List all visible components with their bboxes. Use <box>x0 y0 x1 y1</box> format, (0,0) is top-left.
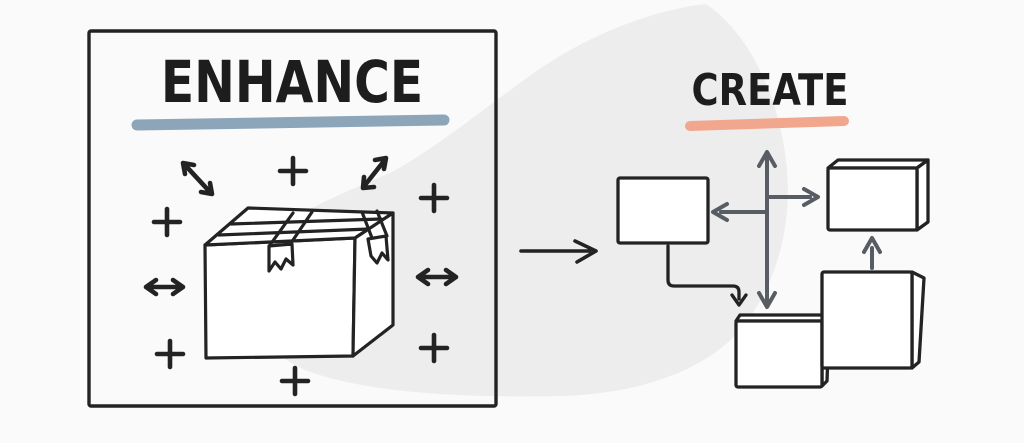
flow-node-top-box <box>826 158 930 232</box>
plus-icon <box>154 338 186 370</box>
elbow-arrow-icon <box>666 244 748 307</box>
plus-icon <box>418 182 450 214</box>
enhance-panel-border <box>87 29 498 408</box>
transition-arrow-path <box>519 239 598 264</box>
enhance-underline <box>131 114 450 131</box>
create-flowchart <box>616 150 930 389</box>
large-box-front <box>820 270 914 370</box>
vertical-double-arrow-icon <box>757 150 777 309</box>
plus-icon <box>279 365 311 397</box>
resize-horizontal-arrow-icon <box>415 267 459 287</box>
right-arrow-icon <box>767 187 820 207</box>
plus-icon <box>151 206 183 238</box>
large-box-side-panel <box>910 270 926 370</box>
package-box-icon <box>203 206 395 360</box>
expand-diagonal-arrow-icon <box>360 155 389 191</box>
flow-node-rectangle <box>616 176 710 245</box>
top-box-front <box>826 166 919 232</box>
resize-horizontal-arrow-icon <box>143 277 186 297</box>
transition-arrow-icon <box>519 239 598 264</box>
box-tape-middle <box>268 210 314 247</box>
flow-node-small-box <box>734 313 830 389</box>
gray-connectors <box>711 150 882 309</box>
up-arrow-icon <box>862 236 882 270</box>
expand-diagonal-arrow-icon <box>180 160 215 197</box>
enhance-panel <box>87 29 498 408</box>
plus-icon <box>418 332 450 364</box>
flow-node-large-box <box>820 270 926 370</box>
create-underline <box>685 116 849 131</box>
top-box-side-panel <box>915 158 930 232</box>
left-arrow-icon <box>711 202 768 222</box>
box-tape-right-torn-end <box>366 234 390 265</box>
box-tape-middle-torn-end <box>267 242 295 273</box>
flow-nodes <box>616 158 930 389</box>
enhance-title: ENHANCE <box>160 48 424 116</box>
enhance-marks <box>143 155 459 397</box>
box-tape-right <box>360 209 389 240</box>
small-box-front <box>734 319 824 389</box>
plus-icon <box>277 155 309 187</box>
create-title: CREATE <box>691 65 849 116</box>
